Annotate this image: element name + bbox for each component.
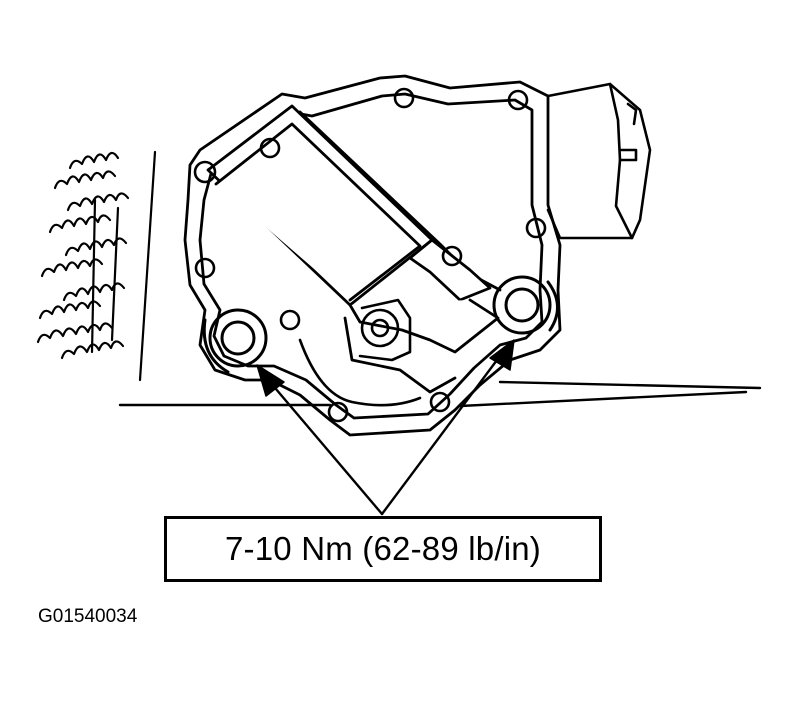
torque-leader-lines [268, 354, 502, 516]
switch-housing-outline [183, 74, 562, 437]
left-mounting-bolt [202, 308, 268, 374]
left-arrowhead [256, 364, 285, 397]
figure-code: G01540034 [38, 606, 138, 627]
right-mounting-bolt [492, 275, 559, 335]
manual-lever-shaft [298, 298, 422, 407]
torque-spec-label: 7-10 Nm (62-89 lb/in) [225, 530, 541, 567]
left-case-hatching [36, 150, 157, 382]
right-arrowhead [489, 339, 515, 371]
torque-callout-box: 7-10 Nm (62-89 lb/in) [164, 516, 602, 582]
case-parting-line [118, 380, 762, 408]
electrical-connector [546, 82, 652, 240]
gasket-bolt-holes [193, 87, 547, 423]
